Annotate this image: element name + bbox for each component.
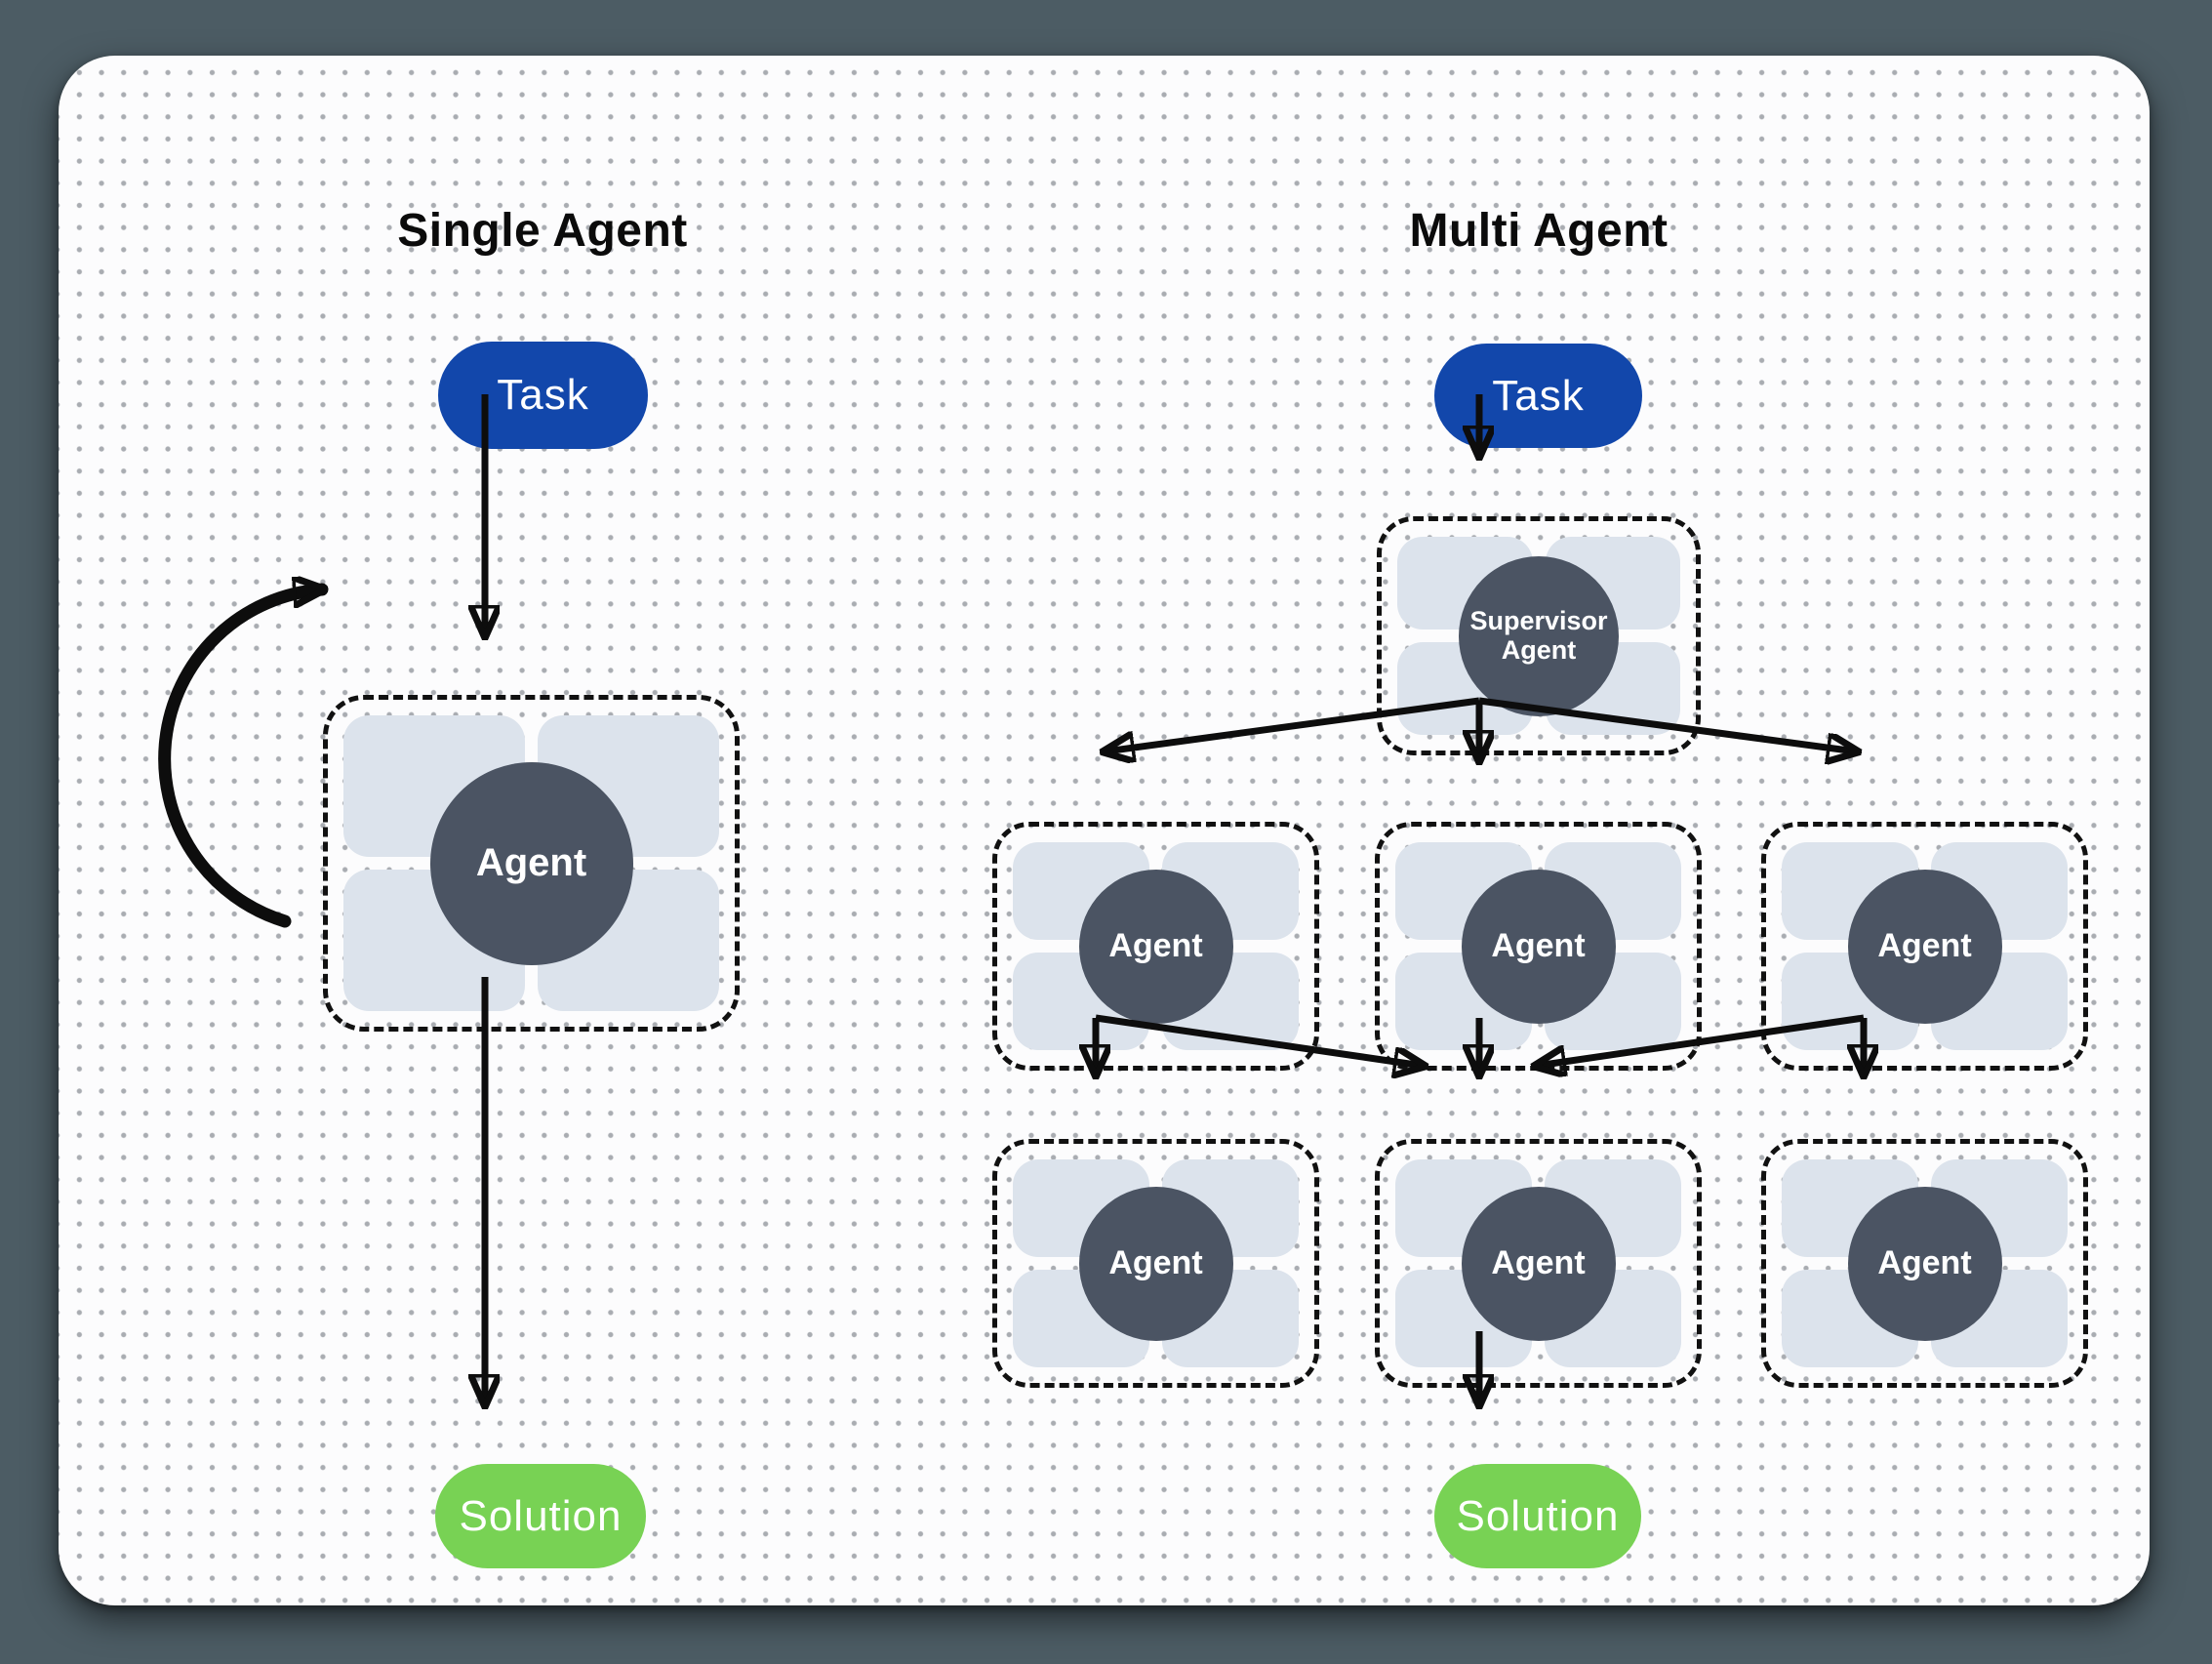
multi-task-node: Task [1434, 344, 1642, 448]
worker-agent-node: Agent [1078, 869, 1233, 1024]
single-solution-label: Solution [459, 1491, 623, 1540]
single-agent-label: Agent [475, 841, 587, 884]
multi-task-label: Task [1492, 371, 1585, 420]
single-task-node: Task [438, 342, 648, 449]
single-agent-node: Agent [429, 761, 633, 965]
single-agent-box: Agent [323, 695, 740, 1032]
worker-agent-box-row2-left: Agent [992, 1139, 1319, 1388]
multi-agent-title: Multi Agent [1409, 205, 1669, 257]
worker-agent-node: Agent [1461, 869, 1616, 1024]
worker-agent-node: Agent [1078, 1186, 1233, 1341]
worker-agent-label: Agent [1108, 927, 1203, 964]
supervisor-agent-node: Supervisor Agent [1459, 555, 1619, 716]
worker-agent-label: Agent [1108, 1244, 1203, 1281]
worker-agent-node: Agent [1847, 1186, 2002, 1341]
worker-agent-label: Agent [1877, 1244, 1972, 1281]
diagram-card: Single Agent Multi Agent Task Agent Solu… [59, 56, 2150, 1605]
worker-agent-box-row1-middle: Agent [1375, 822, 1702, 1071]
worker-agent-box-row2-right: Agent [1761, 1139, 2088, 1388]
worker-agent-label: Agent [1491, 1244, 1586, 1281]
multi-solution-node: Solution [1434, 1464, 1641, 1568]
supervisor-agent-box: Supervisor Agent [1377, 516, 1701, 755]
single-task-label: Task [497, 371, 589, 419]
worker-agent-node: Agent [1847, 869, 2002, 1024]
worker-agent-box-row2-middle: Agent [1375, 1139, 1702, 1388]
multi-solution-label: Solution [1456, 1491, 1620, 1540]
worker-agent-label: Agent [1491, 927, 1586, 964]
supervisor-label-line2: Agent [1501, 634, 1577, 665]
worker-agent-node: Agent [1461, 1186, 1616, 1341]
supervisor-label-line1: Supervisor [1469, 606, 1608, 636]
worker-agent-box-row1-right: Agent [1761, 822, 2088, 1071]
worker-agent-label: Agent [1877, 927, 1972, 964]
single-agent-title: Single Agent [397, 205, 688, 257]
worker-agent-box-row1-left: Agent [992, 822, 1319, 1071]
single-solution-node: Solution [435, 1464, 646, 1568]
